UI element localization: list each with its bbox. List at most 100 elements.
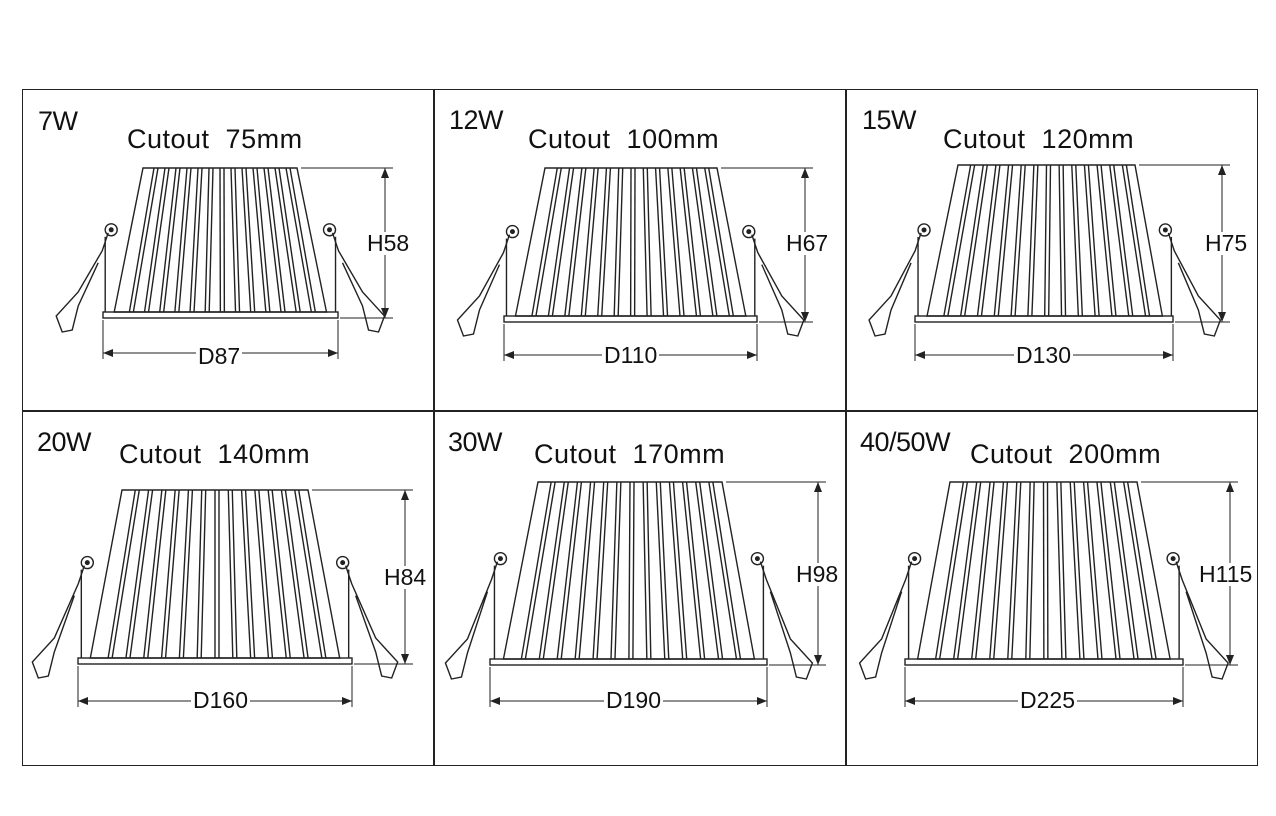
cutout-label: Cutout 120mm <box>943 124 1135 154</box>
heatsink-fin <box>617 167 624 317</box>
heatsink-fin <box>934 481 965 660</box>
clip-pivot <box>505 224 520 239</box>
diameter-arrow-left <box>490 697 500 705</box>
heatsink-fin <box>230 167 237 313</box>
heatsink-fin <box>1069 481 1081 660</box>
height-arrow-top <box>381 168 389 178</box>
heatsink-fin <box>580 167 595 317</box>
heatsink-fin <box>143 489 163 659</box>
wattage-label: 12W <box>449 105 504 135</box>
bezel-ring <box>77 657 353 665</box>
wattage-label: 30W <box>448 427 503 457</box>
heatsink-fin <box>1071 164 1080 317</box>
heatsink-fin <box>691 167 714 317</box>
height-label: H75 <box>1203 230 1250 256</box>
cutout-label: Cutout 170mm <box>534 439 726 469</box>
heatsink-fin <box>1014 164 1026 317</box>
heatsink-fin <box>584 167 599 317</box>
diameter-label: D160 <box>191 687 250 713</box>
heatsink-fin <box>1075 164 1084 317</box>
heatsink-fin <box>1126 481 1157 660</box>
heatsink-fin <box>289 167 317 313</box>
heatsink-fin <box>646 481 652 660</box>
spring-clip <box>858 561 913 680</box>
diameter-label: D225 <box>1018 687 1077 713</box>
heatsink-fin <box>708 167 735 317</box>
heatsink-fin <box>560 481 583 660</box>
heatsink-fin <box>672 481 688 660</box>
heatsink-fin <box>267 489 287 659</box>
clip-pivot-dot <box>746 229 752 235</box>
bezel-ring <box>102 311 339 319</box>
heatsink-fin <box>993 481 1009 660</box>
heatsink-fin <box>685 481 706 660</box>
heatsink-fin <box>147 489 167 659</box>
downlight-drawing <box>868 164 1230 361</box>
diameter-arrow-left <box>103 349 113 357</box>
heatsink-fin <box>613 167 620 317</box>
heatsink-fin <box>1086 481 1103 660</box>
diameter-arrow-right <box>328 349 338 357</box>
height-label: H84 <box>382 564 429 590</box>
heatsink-fin <box>520 481 552 660</box>
clip-pivot <box>493 551 508 566</box>
heatsink-fin <box>1011 481 1022 660</box>
heatsink-fin <box>535 167 562 317</box>
heatsink-fin <box>989 481 1005 660</box>
spring-clip <box>331 232 386 333</box>
spring-clip <box>31 565 85 679</box>
heatsink-fin <box>610 481 618 660</box>
wattage-label: 40/50W <box>860 427 951 457</box>
heatsink-fin <box>1029 481 1035 660</box>
heatsink-fin <box>1083 164 1096 317</box>
heatsink-fin <box>655 481 666 660</box>
clip-pivot <box>80 555 95 570</box>
heatsink-fin <box>1113 481 1139 660</box>
clip-pivot-dot <box>1162 227 1168 233</box>
heatsink-fin <box>241 167 252 313</box>
height-label: H115 <box>1197 561 1255 587</box>
heatsink-fin <box>1100 481 1121 660</box>
clip-pivot-dot <box>327 227 333 233</box>
heatsink-fin <box>1082 481 1099 660</box>
heatsink-fin <box>976 164 997 317</box>
heatsink-fin <box>163 167 181 313</box>
downlight-drawing <box>456 167 813 361</box>
heatsink-fin <box>646 167 652 317</box>
heatsink-fin <box>200 489 207 659</box>
heatsink-fin <box>959 164 984 317</box>
heatsink-fin <box>1109 481 1135 660</box>
diameter-arrow-left <box>504 351 514 359</box>
heatsink-fin <box>1109 164 1130 317</box>
heatsink-fin <box>971 481 991 660</box>
heatsink-fin <box>258 489 274 659</box>
heatsink-fin <box>997 164 1014 317</box>
heatsink-fin <box>708 481 738 660</box>
heatsink-fin <box>244 489 256 659</box>
heatsink-fin <box>628 481 631 660</box>
heatsink-fin <box>683 167 702 317</box>
heatsink-fin <box>274 167 297 313</box>
heatsink-fin <box>1010 164 1022 317</box>
heatsink-fin <box>704 167 731 317</box>
heatsink-fin <box>1025 481 1031 660</box>
heatsink-fin <box>245 167 256 313</box>
height-arrow-top <box>814 482 822 492</box>
heatsink-fin <box>254 489 270 659</box>
spring-clip <box>444 561 499 680</box>
diameter-label: D130 <box>1014 342 1073 368</box>
spring-clip <box>868 232 922 337</box>
diameter-arrow-left <box>915 351 925 359</box>
heatsink-fin <box>1096 164 1113 317</box>
height-arrow-bottom <box>401 654 409 664</box>
diameter-arrow-right <box>1173 697 1183 705</box>
heatsink-fin <box>681 481 702 660</box>
clip-pivot <box>335 555 350 570</box>
cutout-label: Cutout 100mm <box>528 124 720 154</box>
heatsink-fin <box>1113 164 1134 317</box>
